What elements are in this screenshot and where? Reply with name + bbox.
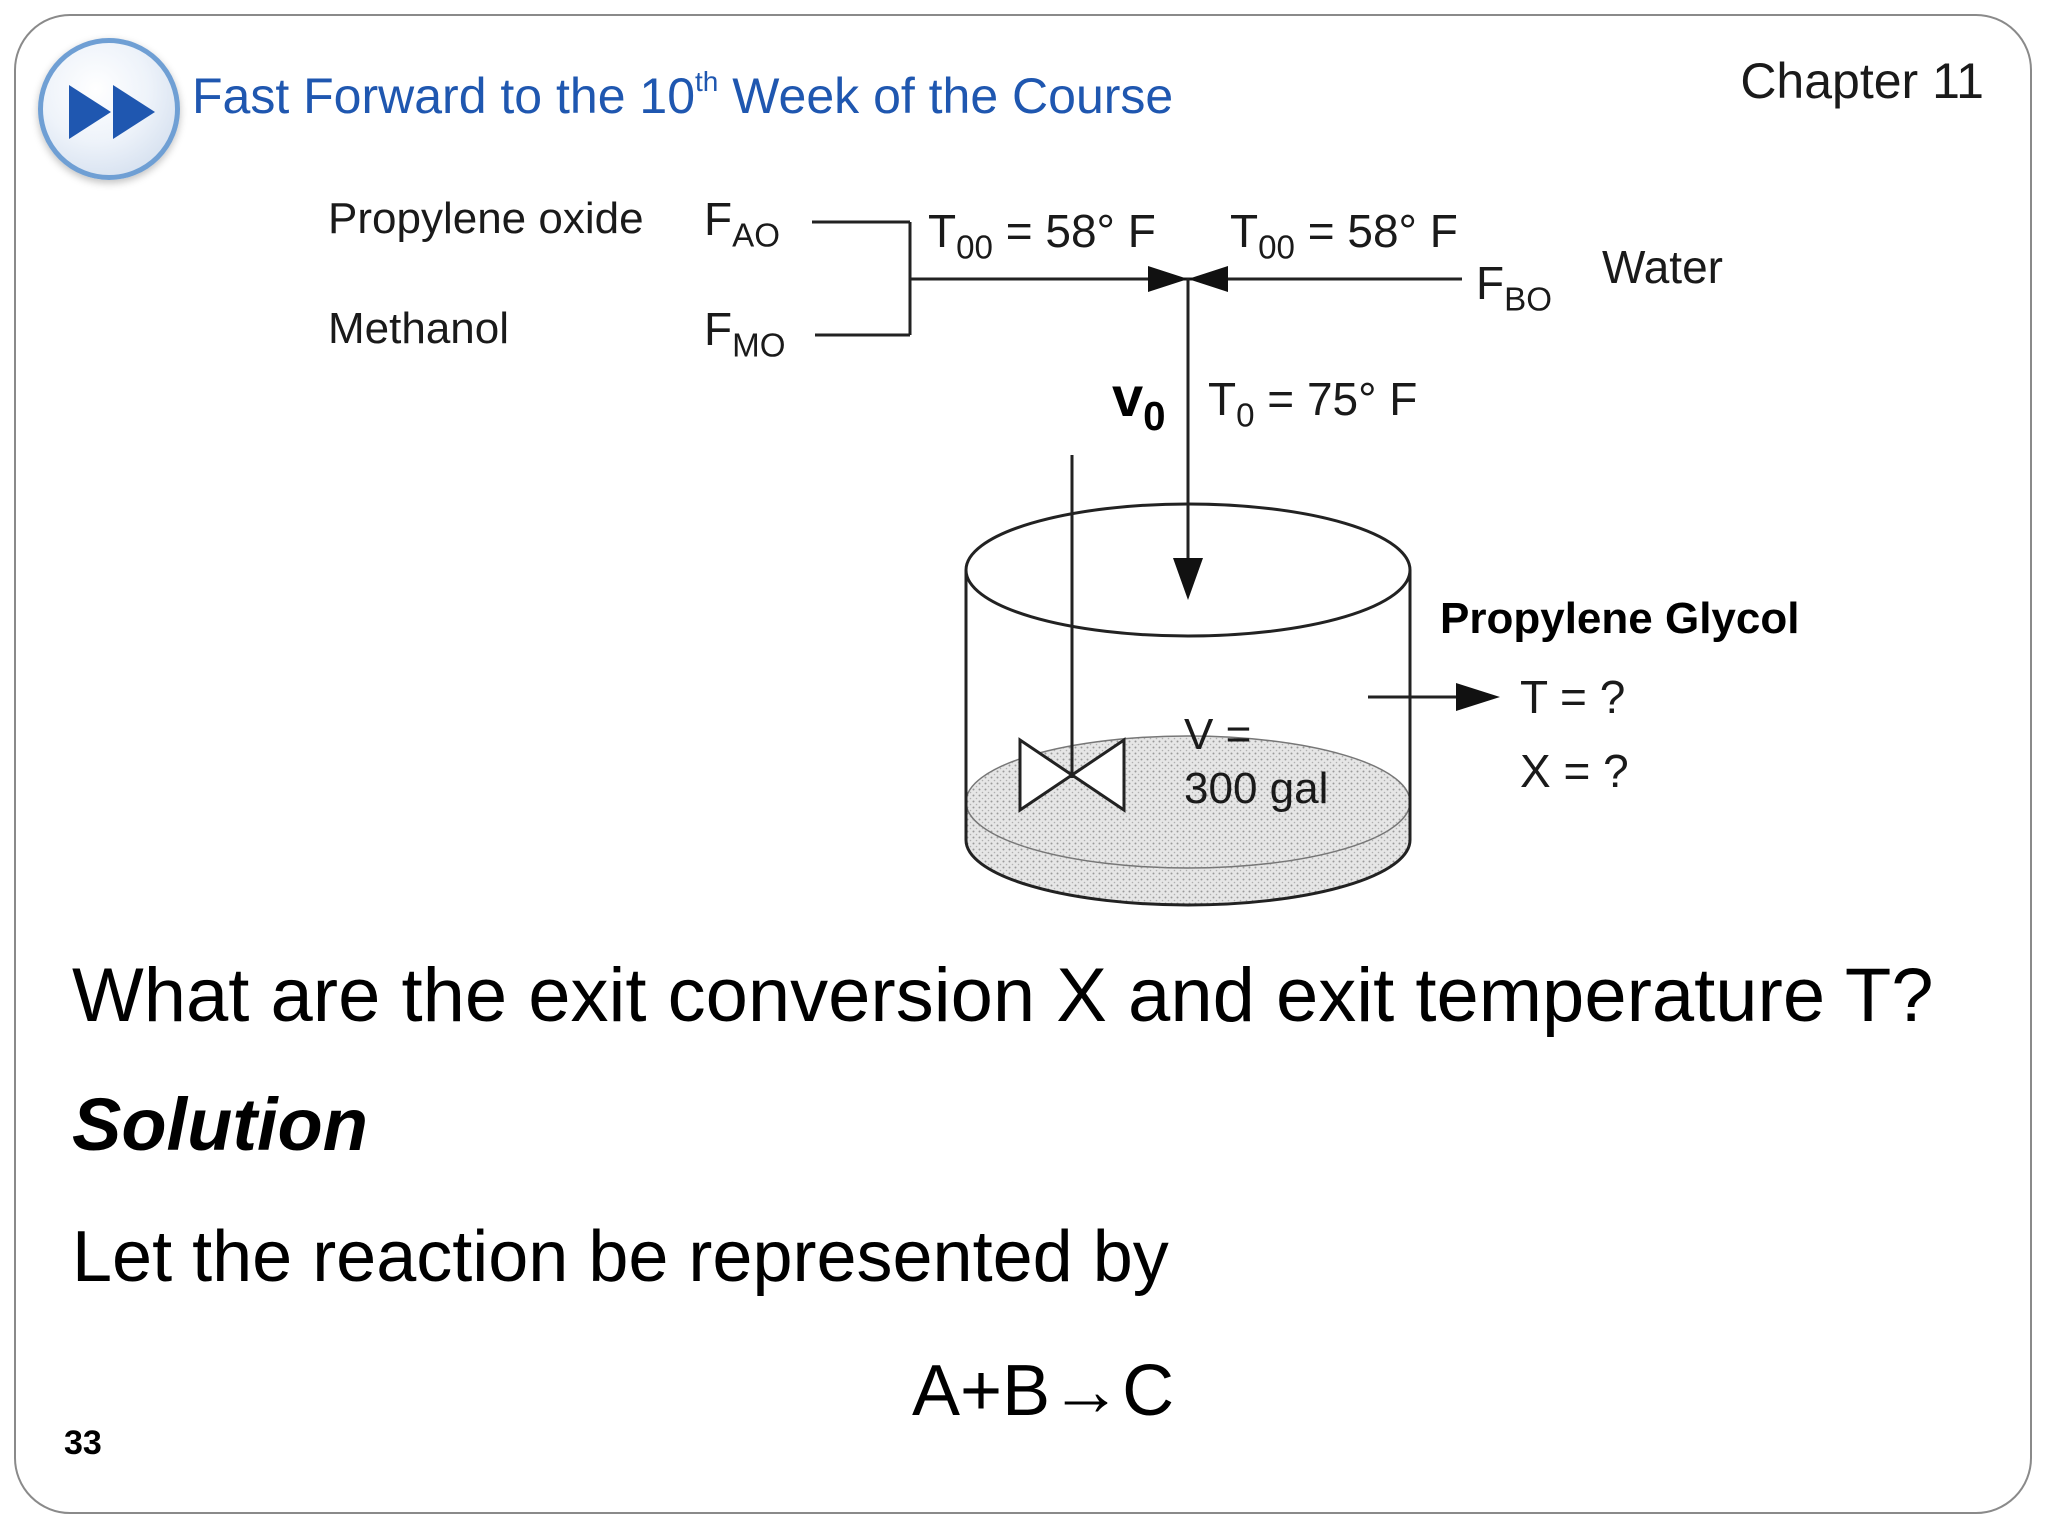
combined-feed-arrowhead bbox=[1148, 266, 1188, 292]
v0-main: v bbox=[1112, 365, 1144, 428]
t0-rest: = 75° F bbox=[1254, 373, 1418, 425]
chapter-label: Chapter 11 bbox=[1740, 53, 1984, 109]
v0-label: v0 bbox=[1112, 364, 1166, 440]
question-text: What are the exit conversion X and exit … bbox=[72, 953, 1934, 1038]
exit-temperature-label: T = ? bbox=[1520, 671, 1626, 723]
water-label: Water bbox=[1602, 241, 1723, 293]
t0-main: T bbox=[1208, 373, 1237, 425]
cstr-diagram: Propylene oxide Methanol FAO FMO T00 = 5… bbox=[300, 170, 1820, 930]
methanol-label: Methanol bbox=[328, 304, 510, 353]
fmo-sub: MO bbox=[732, 327, 786, 365]
t00-left-rest: = 58° F bbox=[992, 205, 1156, 257]
fao-sub: AO bbox=[732, 217, 780, 255]
v0-sub: 0 bbox=[1143, 393, 1166, 440]
t0-label: T0 = 75° F bbox=[1208, 372, 1417, 436]
t00-right-sub: 00 bbox=[1258, 229, 1295, 267]
title-suffix: Week of the Course bbox=[718, 68, 1174, 124]
t00-left-label: T00 = 58° F bbox=[928, 204, 1156, 268]
exit-conversion-label: X = ? bbox=[1520, 745, 1629, 797]
t00-right-main: T bbox=[1230, 205, 1259, 257]
fmo-main: F bbox=[704, 303, 733, 355]
volume-line1: V = bbox=[1184, 710, 1252, 759]
fbo-sub: BO bbox=[1504, 281, 1552, 319]
t0-sub: 0 bbox=[1236, 397, 1255, 435]
fbo-label: FBO bbox=[1476, 256, 1552, 320]
diagram-lines bbox=[812, 220, 1500, 907]
product-label: Propylene Glycol bbox=[1440, 594, 1800, 643]
title-prefix: Fast Forward to the 10 bbox=[192, 68, 696, 124]
title-superscript: th bbox=[695, 66, 719, 97]
reaction-intro: Let the reaction be represented by bbox=[72, 1217, 1169, 1297]
impeller-blade-right bbox=[1069, 737, 1126, 813]
propylene-oxide-label: Propylene oxide bbox=[328, 194, 644, 243]
water-feed-arrowhead bbox=[1188, 266, 1228, 292]
volume-line2: 300 gal bbox=[1184, 764, 1329, 813]
t00-right-rest: = 58° F bbox=[1294, 205, 1458, 257]
solution-heading: Solution bbox=[72, 1083, 368, 1166]
fast-forward-icon bbox=[69, 85, 155, 139]
fast-forward-button[interactable] bbox=[38, 38, 180, 180]
slide-title: Fast Forward to the 10th Week of the Cou… bbox=[192, 66, 1173, 125]
slide-number: 33 bbox=[64, 1424, 102, 1462]
t00-left-sub: 00 bbox=[956, 229, 993, 267]
fmo-label: FMO bbox=[704, 302, 785, 366]
tank-bottom-rim bbox=[964, 839, 1412, 907]
fbo-main: F bbox=[1476, 257, 1505, 309]
product-outlet-arrowhead bbox=[1456, 683, 1500, 711]
reactor-inlet-arrowhead bbox=[1173, 558, 1203, 600]
fao-main: F bbox=[704, 193, 733, 245]
reaction-equation: A+B→C bbox=[912, 1351, 1175, 1431]
fao-label: FAO bbox=[704, 192, 780, 256]
impeller-blade-left bbox=[1018, 737, 1075, 813]
t00-right-label: T00 = 58° F bbox=[1230, 204, 1458, 268]
t00-left-main: T bbox=[928, 205, 957, 257]
